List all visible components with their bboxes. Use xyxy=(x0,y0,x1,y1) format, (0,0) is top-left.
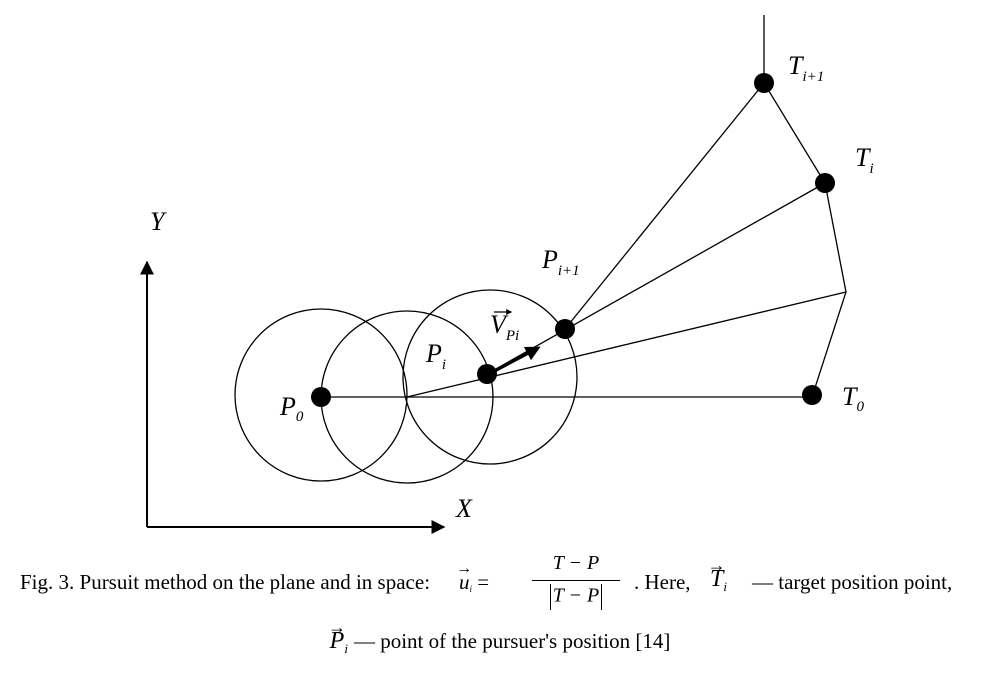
pursuer-description: — point of the pursuer's position [14] xyxy=(353,629,671,653)
formula-fraction: T − P T − P xyxy=(528,548,624,618)
caption-middle: . Here, xyxy=(634,570,691,594)
caption-line-1: Fig. 3. Pursuit method on the plane and … xyxy=(20,548,995,628)
point-p0 xyxy=(311,387,331,407)
label-t0: T0 xyxy=(842,382,864,415)
point-ti xyxy=(815,173,835,193)
y-axis-label: Y xyxy=(150,207,167,236)
pursuer-circle-2 xyxy=(402,289,578,465)
label-ti1: Ti+1 xyxy=(788,51,824,85)
target-description: — target position point, xyxy=(752,570,953,594)
label-p0: P0 xyxy=(279,392,304,425)
point-pi1 xyxy=(555,319,575,339)
target-symbol: Ti xyxy=(710,566,727,595)
velocity-vector xyxy=(490,346,541,375)
point-t0 xyxy=(802,385,822,405)
caption-line-2: Pi — point of the pursuer's position [14… xyxy=(0,628,1000,657)
caption-prefix: Fig. 3. Pursuit method on the plane and … xyxy=(20,570,431,594)
point-ti1 xyxy=(754,73,774,93)
formula-denominator: T − P xyxy=(528,584,624,610)
label-velocity: VPi xyxy=(490,310,519,344)
pursuer-symbol: Pi xyxy=(330,628,354,656)
sight-line-pi1-ti1 xyxy=(564,82,765,330)
figure-caption: Fig. 3. Pursuit method on the plane and … xyxy=(0,548,1000,688)
label-pi: Pi xyxy=(425,339,446,373)
pursuer-circle-0 xyxy=(234,308,408,482)
point-pi xyxy=(477,364,497,384)
label-pi1: Pi+1 xyxy=(541,245,580,279)
formula-numerator: T − P xyxy=(552,552,600,574)
x-axis-label: X xyxy=(455,494,473,523)
formula-lhs: ui = xyxy=(459,570,489,595)
fraction-bar xyxy=(532,580,620,581)
sight-line-mid xyxy=(406,291,847,398)
label-ti: Ti xyxy=(855,143,874,177)
sight-line-pi-ti xyxy=(486,182,826,375)
